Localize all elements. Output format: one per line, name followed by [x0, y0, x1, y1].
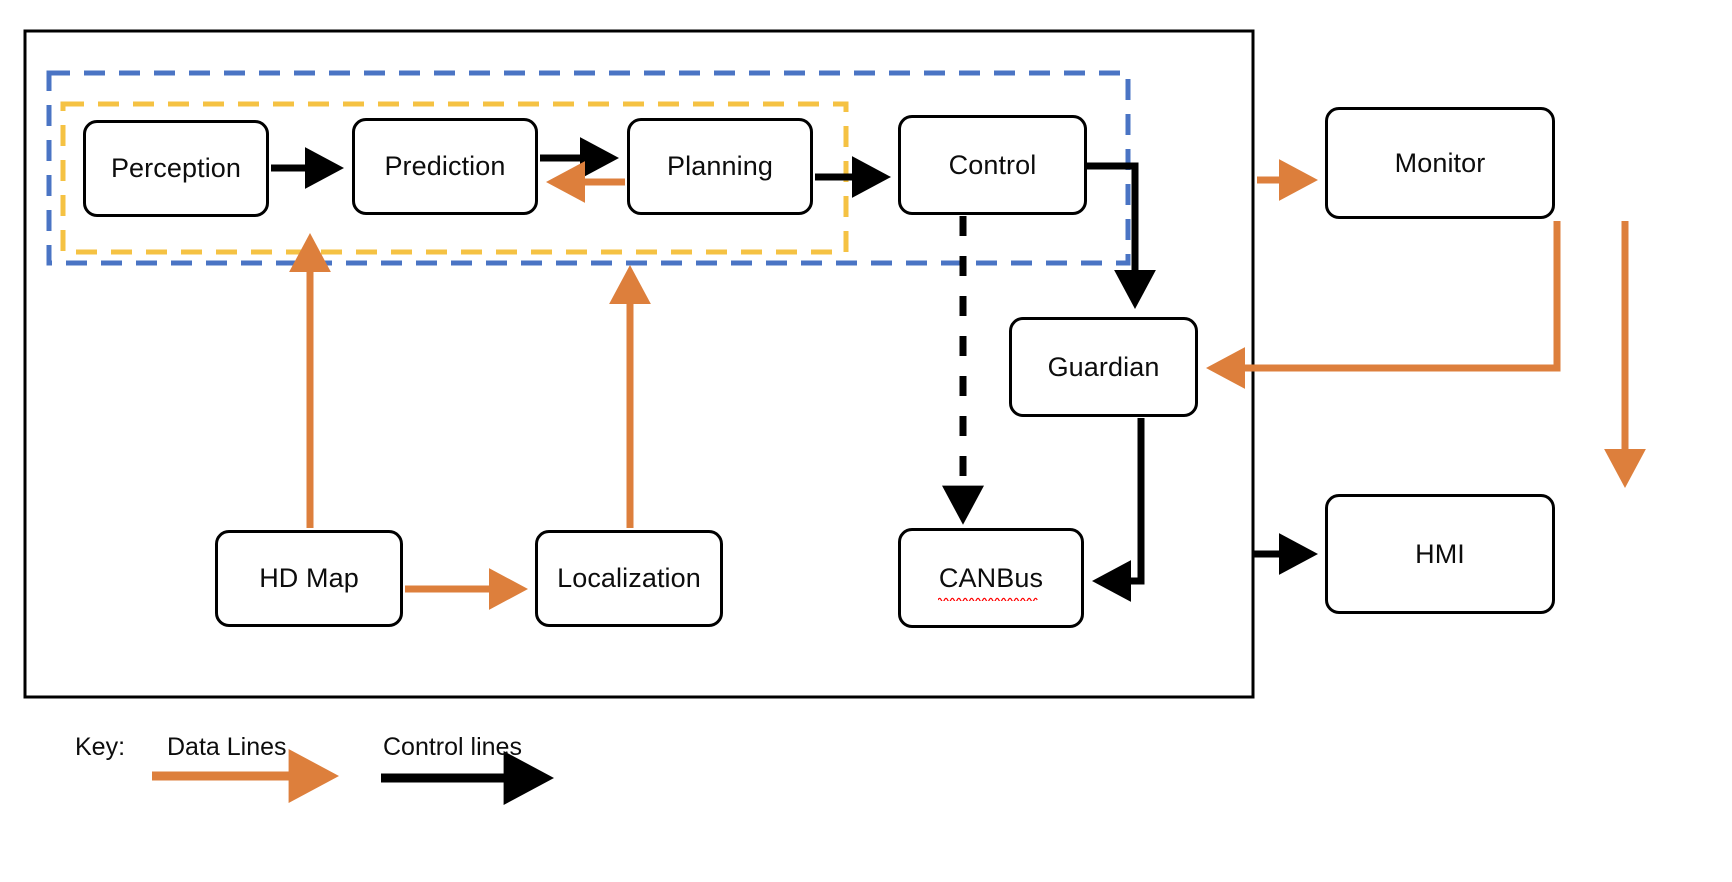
- node-hd-map-label: HD Map: [259, 563, 359, 593]
- edge-guardian-canbus: [1091, 418, 1145, 602]
- key-title: Key:: [75, 733, 126, 761]
- node-canbus[interactable]: CANBus: [898, 528, 1084, 628]
- edge-control-guardian: [1087, 162, 1156, 310]
- node-monitor-label: Monitor: [1394, 147, 1486, 178]
- node-perception-label: Perception: [110, 153, 242, 183]
- node-monitor[interactable]: Monitor: [1325, 107, 1555, 219]
- node-canbus-label: CANBus: [938, 562, 1044, 593]
- node-control[interactable]: Control: [898, 115, 1087, 215]
- node-localization-label: Localization: [557, 563, 701, 593]
- node-localization[interactable]: Localization: [535, 530, 723, 627]
- edge-monitor-guardian: [1205, 221, 1561, 389]
- node-hmi[interactable]: HMI: [1325, 494, 1555, 614]
- node-guardian-label: Guardian: [1047, 351, 1160, 382]
- node-canbus-label-wrap: CANBus: [937, 562, 1044, 601]
- node-planning-label: Planning: [667, 151, 773, 181]
- node-hmi-label: HMI: [1415, 538, 1465, 569]
- spellcheck-underline-icon: [937, 597, 1038, 601]
- node-prediction-label: Prediction: [384, 151, 506, 181]
- node-planning[interactable]: Planning: [627, 118, 813, 215]
- vehicle-system-boundary: [23, 29, 1255, 699]
- key-data-lines-label: Data Lines: [167, 733, 287, 761]
- node-prediction[interactable]: Prediction: [352, 118, 538, 215]
- node-perception[interactable]: Perception: [83, 120, 269, 217]
- node-control-label: Control: [948, 149, 1037, 180]
- key-control-lines-label: Control lines: [383, 733, 522, 761]
- node-hd-map[interactable]: HD Map: [215, 530, 403, 627]
- node-guardian[interactable]: Guardian: [1009, 317, 1198, 417]
